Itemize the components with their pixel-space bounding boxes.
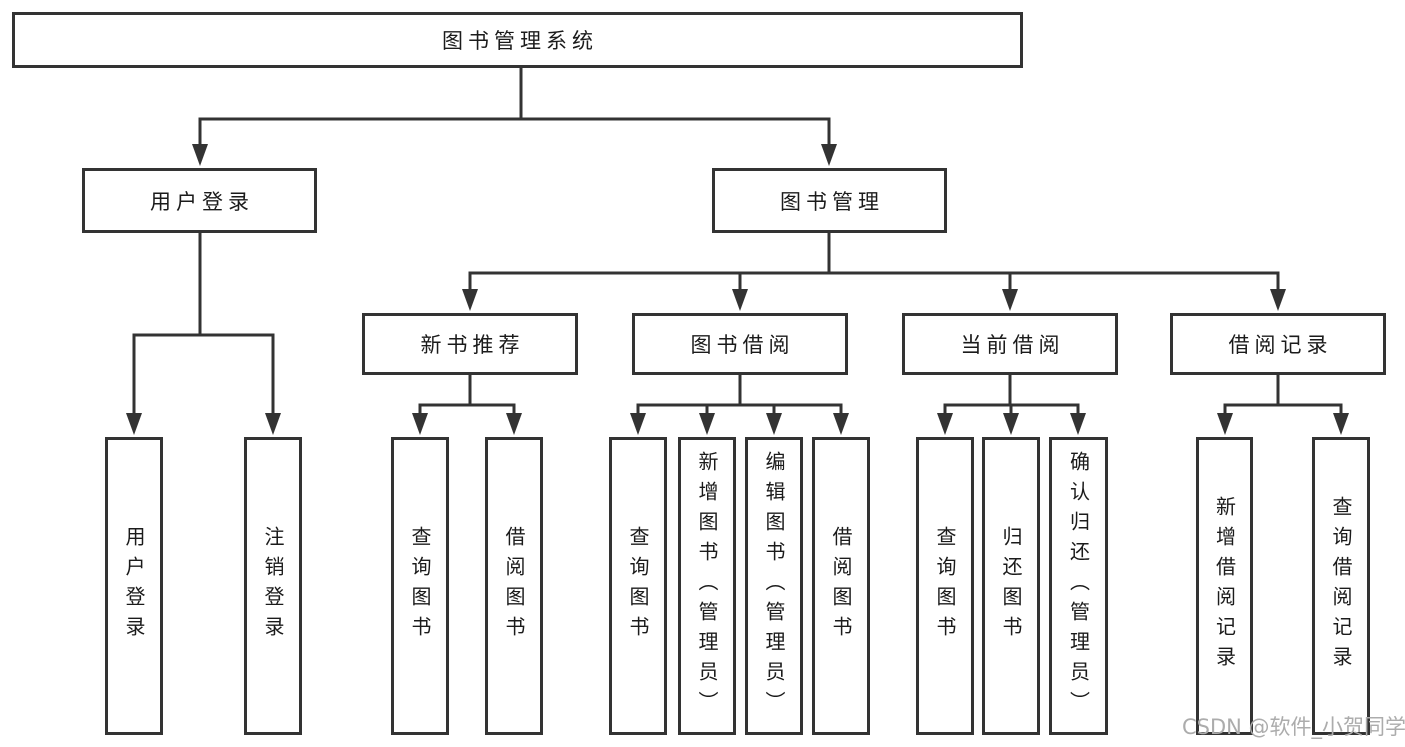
node-leaf-query-book-3: 查询图书 [916, 437, 974, 735]
node-leaf-return-book: 归还图书 [982, 437, 1040, 735]
node-current-borrow: 当前借阅 [902, 313, 1118, 375]
node-borrow-records: 借阅记录 [1170, 313, 1386, 375]
node-leaf-query-book-2: 查询图书 [609, 437, 667, 735]
node-root: 图书管理系统 [12, 12, 1023, 68]
arrowheads [126, 144, 1349, 435]
connector-lines [132, 66, 1343, 416]
node-leaf-add-book: 新增图书（管理员） [678, 437, 736, 735]
node-leaf-add-borrow-record: 新增借阅记录 [1196, 437, 1253, 735]
node-book-management: 图书管理 [712, 168, 947, 233]
node-leaf-edit-book: 编辑图书（管理员） [745, 437, 803, 735]
node-new-book-recommend: 新书推荐 [362, 313, 578, 375]
node-user-login: 用户登录 [82, 168, 317, 233]
csdn-watermark: CSDN @软件_小贺同学 [1182, 715, 1405, 739]
node-leaf-borrow-book-1: 借阅图书 [485, 437, 543, 735]
node-book-borrow: 图书借阅 [632, 313, 848, 375]
node-leaf-borrow-book-2: 借阅图书 [812, 437, 870, 735]
node-leaf-confirm-return: 确认归还（管理员） [1049, 437, 1108, 735]
node-leaf-query-borrow-record: 查询借阅记录 [1312, 437, 1370, 735]
node-leaf-user-login: 用户登录 [105, 437, 163, 735]
node-leaf-logout: 注销登录 [244, 437, 302, 735]
node-leaf-query-book-1: 查询图书 [391, 437, 449, 735]
